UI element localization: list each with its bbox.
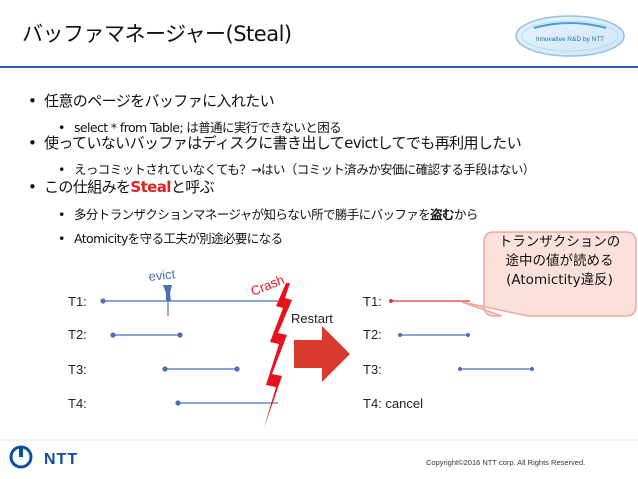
bullet-dot-icon: • — [58, 231, 65, 246]
bullet-3-1: • 多分トランザクションマネージャが知らない所で勝手にバッファを盗むから — [58, 204, 478, 223]
callout-line-3: (Atomictity違反) — [506, 272, 613, 288]
bullet-2-text: 使っていないバッファはディスクに書き出してevictしてでも再利用したい — [44, 134, 522, 152]
right-t2-label: T2: — [363, 327, 382, 342]
right-t3-start — [458, 367, 462, 371]
bullet-3-1-prefix: 多分トランザクションマネージャが知らない所で勝手にバッファを — [74, 207, 431, 222]
restart-arrow-icon — [294, 326, 350, 382]
bullet-dot-icon: • — [28, 134, 37, 152]
bullet-dot-icon: • — [58, 120, 65, 135]
right-t1-start — [389, 299, 393, 303]
title-divider — [0, 66, 638, 68]
bullet-dot-icon: • — [28, 92, 37, 110]
bullet-1-1: • select * from Table; は普通に実行できないと困る — [58, 117, 342, 136]
copyright-text: Copyright©2016 NTT corp. All Rights Rese… — [426, 458, 586, 467]
bullet-3-2: • Atomicityを守る工夫が別途必要になる — [58, 228, 283, 247]
crash-label: Crash — [249, 272, 287, 299]
left-t3-label: T3: — [68, 362, 87, 377]
callout-line-2: 途中の値が読める — [505, 253, 614, 269]
innovative-badge-logo: Innovative R&D by NTT — [515, 15, 625, 57]
bullet-3-suffix: と呼ぶ — [170, 178, 215, 196]
right-t3-label: T3: — [363, 362, 382, 377]
right-t4-label: T4: cancel — [363, 396, 423, 411]
steal-emphasis: 盗む — [430, 207, 454, 222]
left-t1-label: T1: — [68, 294, 87, 309]
evict-label: evict — [148, 266, 177, 284]
left-t4-label: T4: — [68, 396, 87, 411]
callout-text: トランザクションの 途中の値が読める (Atomictity違反) — [487, 233, 632, 290]
evict-marker-icon — [163, 285, 172, 301]
bullet-1-text: 任意のページをバッファに入れたい — [44, 92, 275, 110]
bullet-2-1: • えっコミットされていなくても？→はい（コミット済みか安価に確認する手段はない） — [58, 159, 535, 178]
bullet-2: • 使っていないバッファはディスクに書き出してevictしてでも再利用したい — [28, 132, 522, 153]
left-t2-label: T2: — [68, 327, 87, 342]
left-t2-start — [110, 332, 116, 338]
left-t4-start — [175, 400, 181, 406]
left-t2-end — [177, 332, 183, 338]
crash-lightning-icon — [264, 283, 292, 428]
bullet-3-2-text: Atomicityを守る工夫が別途必要になる — [74, 231, 283, 246]
right-t2-start — [398, 333, 402, 337]
right-timelines — [389, 299, 534, 371]
bullet-3-1-suffix: から — [453, 207, 478, 222]
bullet-dot-icon: • — [58, 207, 65, 222]
ntt-logo-bar — [19, 447, 23, 457]
right-t3-end — [530, 367, 534, 371]
bullet-1-1-text: select * from Table; は普通に実行できないと困る — [74, 120, 342, 135]
slide-title: バッファマネージャー(Steal) — [22, 22, 292, 46]
bullet-2-1-text: えっコミットされていなくても？→はい（コミット済みか安価に確認する手段はない） — [74, 162, 535, 177]
bullet-3-prefix: この仕組みを — [44, 178, 131, 196]
ntt-logo-text: NTT — [44, 451, 79, 468]
left-t3-start — [162, 366, 168, 372]
left-t3-end — [234, 366, 240, 372]
left-timelines — [100, 298, 278, 406]
bullet-3: • この仕組みをStealと呼ぶ — [28, 176, 215, 197]
steal-highlight: Steal — [130, 178, 171, 196]
bullet-dot-icon: • — [58, 162, 65, 177]
bullet-dot-icon: • — [28, 178, 37, 196]
right-t2-end — [466, 333, 470, 337]
restart-label: Restart — [291, 311, 333, 326]
callout-bubble — [461, 231, 637, 317]
badge-text: Innovative R&D by NTT — [536, 36, 604, 43]
bullet-1: • 任意のページをバッファに入れたい — [28, 90, 275, 111]
left-t1-start — [100, 298, 106, 304]
callout-line-1: トランザクションの — [498, 234, 621, 250]
right-t1-label: T1: — [363, 294, 382, 309]
